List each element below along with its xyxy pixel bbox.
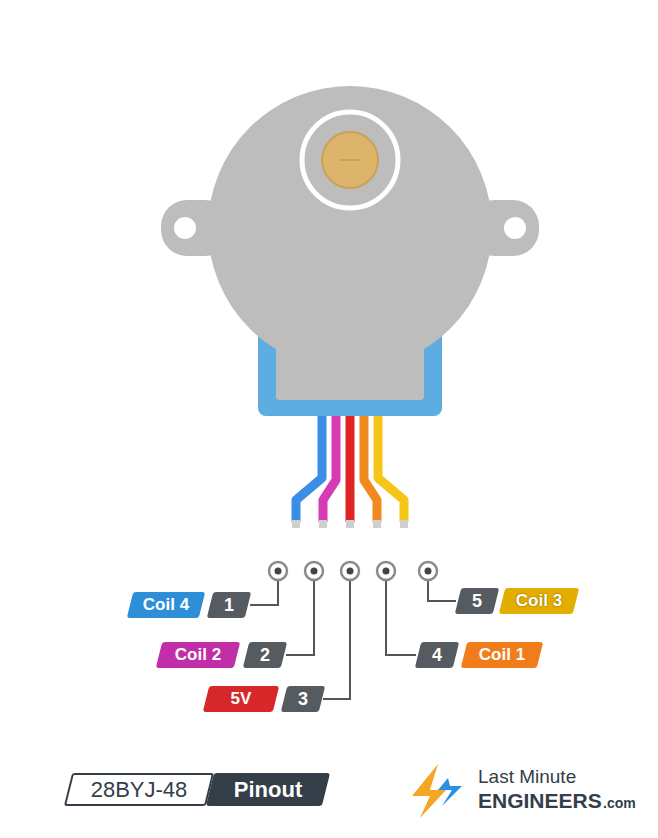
leader-line <box>250 579 456 699</box>
coil-tag: Coil 3 <box>502 588 576 614</box>
tag-text: 5 <box>472 591 482 612</box>
coil-tag: Coil 4 <box>130 592 202 618</box>
tag-text: Coil 1 <box>479 645 525 665</box>
part-number-box: 28BYJ-48 <box>68 773 210 806</box>
coil-tag: Coil 2 <box>159 642 237 668</box>
shaft <box>322 132 378 188</box>
pin-number-tag: 3 <box>284 686 322 712</box>
pin-number-tag: 4 <box>418 642 456 668</box>
mount-hole <box>174 217 196 239</box>
wire-tip <box>292 520 408 528</box>
wire-bundle <box>296 416 404 522</box>
tag-text: 3 <box>298 689 308 710</box>
tag-text: Pinout <box>234 777 302 803</box>
shaft-flat <box>340 159 360 161</box>
pin-number-tag: 2 <box>246 642 284 668</box>
pin-number-tag: 5 <box>458 588 496 614</box>
logo-bolt <box>412 764 462 818</box>
tag-text: 4 <box>432 645 442 666</box>
tag-text: 5V <box>231 689 252 709</box>
shaft-boss <box>302 112 398 208</box>
tag-text: 2 <box>260 645 270 666</box>
coil-tag: Coil 1 <box>464 642 540 668</box>
tag-text: Coil 3 <box>516 591 562 611</box>
tag-text: Coil 2 <box>175 645 221 665</box>
motor-body-lower <box>276 300 424 400</box>
pin-number-tag: 1 <box>210 592 248 618</box>
pinout-box: Pinout <box>210 773 326 806</box>
tag-text: 1 <box>224 595 234 616</box>
power-tag: 5V <box>206 686 276 712</box>
tag-text: Coil 4 <box>143 595 189 615</box>
logo-suffix: .com <box>603 795 636 811</box>
pin-terminal <box>269 562 437 580</box>
tag-text: 28BYJ-48 <box>91 777 188 803</box>
mount-hole <box>504 217 526 239</box>
logo-text: Last Minute <box>478 766 576 788</box>
logo-text: ENGINEERS <box>478 789 602 813</box>
